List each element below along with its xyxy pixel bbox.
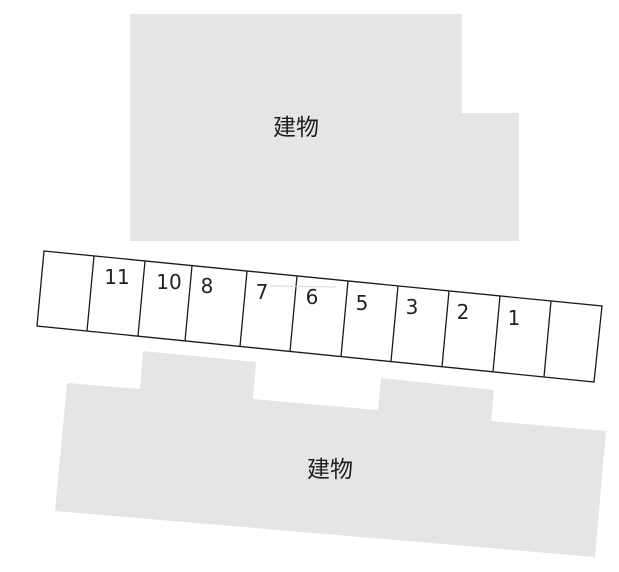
parking-divider: [184, 265, 193, 341]
parking-divider: [340, 280, 349, 357]
parking-spot-label: 2: [457, 300, 470, 324]
parking-spot-label: 6: [306, 285, 319, 309]
building-north-label: 建物: [273, 115, 319, 141]
parking-spot-label: 10: [156, 270, 181, 294]
parking-divider: [543, 300, 552, 378]
building-south-label: 建物: [307, 457, 353, 483]
parking-divider: [86, 255, 95, 332]
parking-spot-label: 1: [508, 306, 521, 330]
parking-divider: [137, 260, 146, 337]
parking-strip: 11 10 8 7 6 5 3 2 1: [36, 250, 603, 383]
parking-strip-outline: [36, 250, 603, 383]
parking-spot-label: 7: [256, 280, 269, 304]
building-south: [55, 351, 606, 557]
parking-spot-label: 8: [201, 274, 214, 298]
parking-divider: [289, 275, 298, 352]
faint-mark: [269, 285, 337, 288]
parking-divider: [239, 270, 248, 347]
parking-divider: [441, 290, 450, 367]
buildings-layer: 建物 建物: [55, 14, 606, 557]
parking-divider: [390, 285, 399, 362]
parking-spot-label: 11: [104, 265, 129, 289]
parking-spot-label: 5: [356, 291, 369, 315]
parking-spot-label: 3: [406, 295, 419, 319]
parking-spot-labels: 11 10 8 7 6 5 3 2 1: [104, 265, 520, 330]
parking-divider: [492, 295, 501, 372]
building-north: [130, 14, 519, 241]
parking-dividers: [86, 255, 552, 378]
